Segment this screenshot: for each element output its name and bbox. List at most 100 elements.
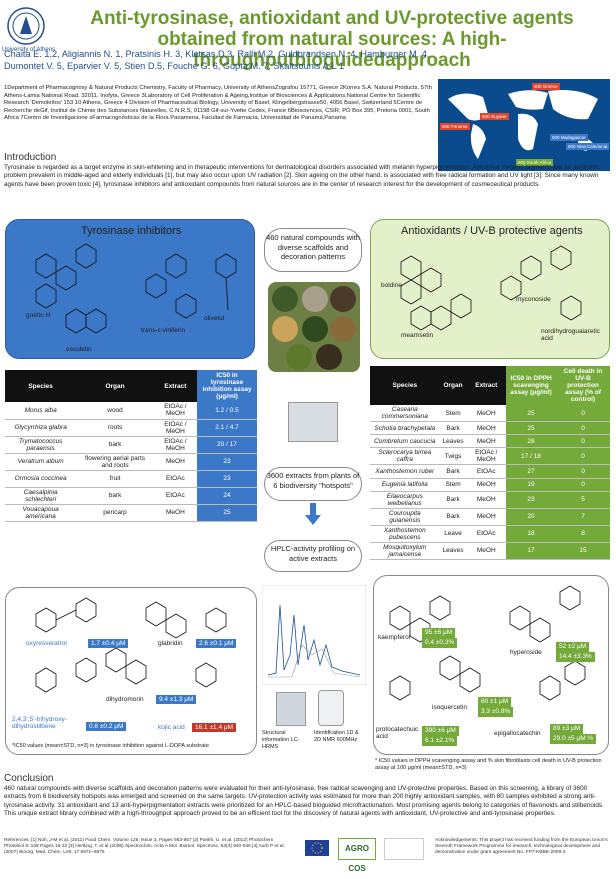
value-trihydroxydihydrostilbene: 0.8 ±0.2 μM <box>86 722 127 731</box>
conclusion-text: 460 natural compounds with diverse scaff… <box>4 785 604 818</box>
compound-gnetin-h: gnetin H <box>26 312 51 319</box>
antioxidants-box: Antioxidants / UV-B protective agents bo… <box>370 219 610 359</box>
value-isoquercetin-1: 60 ±1 μM <box>478 697 512 707</box>
conclusion-heading: Conclusion <box>4 773 54 784</box>
university-logo <box>7 7 45 45</box>
agrocos-logo: AGRO COS <box>338 838 376 873</box>
map-label-greece: 600 Greece <box>532 83 560 90</box>
value-kaempferol-1: 95 ±6 μM <box>422 628 456 638</box>
partner-logo <box>384 838 424 860</box>
compound-nordihydroguaiaretic-acid: nordihydroguaiaretic acid <box>541 328 600 342</box>
value-protocatechuic-1: 390 ±6 μM <box>422 726 459 736</box>
plant-photos <box>268 282 360 372</box>
result-structures-right <box>389 585 586 701</box>
value-dihydromorin: 9.4 ±1.3 μM <box>156 695 197 704</box>
value-oxyresveratrol: 1.7 ±0.4 μM <box>88 639 129 648</box>
tyrosinase-structures <box>35 243 237 334</box>
compound-kaempferol: kaempferol <box>378 634 411 641</box>
intro-text: Tyrosinase is regarded as a target enzym… <box>4 164 599 188</box>
references: References: [1] Noh, J-M et al. (2011) F… <box>4 838 285 856</box>
col-species: Species <box>370 366 440 405</box>
compound-isoquercetin: isoquercetin <box>432 704 468 711</box>
col-organ: Organ <box>439 366 467 405</box>
value-epigallocatechin-1: 89 ±3 μM <box>550 724 584 734</box>
flow-arrowhead-1 <box>305 515 321 525</box>
value-hyperoside-2: 14.4 ±3.3% <box>556 652 595 662</box>
col-uvb: Cell death in UV-B protection assay (% o… <box>556 366 610 405</box>
compound-esculetin: esculetin <box>66 346 92 353</box>
compound-mearnsetin: mearnsetin <box>401 332 434 339</box>
compound-viniferin: trans-ε-viniferin <box>141 327 186 334</box>
compound-kojic-acid: kojic acid <box>158 724 185 731</box>
col-extract: Extract <box>466 366 506 405</box>
intro-heading: Introduction <box>4 152 57 163</box>
compound-boldine: boldine <box>381 282 402 289</box>
eu-flag-icon <box>305 840 329 856</box>
hplc-chromatogram <box>262 585 366 685</box>
compound-myconoside: myconoside <box>516 296 551 303</box>
compound-epigallocatechin: epigallocatechin <box>494 730 541 737</box>
flow-arrow-1 <box>310 503 316 515</box>
value-epigallocatechin-2: 29.0 ±5 μM % <box>550 734 597 744</box>
instrument-label-nmr: Identification 1D & 2D NMR 600MHz <box>314 730 359 743</box>
authors: Chaita E. 1,2, Aligiannis N. 1, Pratsini… <box>4 49 430 71</box>
nmr-instrument <box>318 690 344 726</box>
flow-step-extracts: 3600 extracts from plants of 6 biodivers… <box>264 467 362 501</box>
compound-glabridin: glabridin <box>158 640 183 647</box>
antioxidant-table: Species Organ Extract IC50 in DPPH scave… <box>370 366 610 560</box>
value-glabridin: 2.6 ±0.1 μM <box>196 639 237 648</box>
affiliations: 1Department of Pharmacognosy & Natural P… <box>4 85 432 122</box>
antioxidant-structures <box>400 245 582 331</box>
map-label-panama: 600 Panama <box>440 123 470 130</box>
map-label-new-caledonia: 600 New Caledonia <box>566 143 610 150</box>
screening-instrument <box>288 402 338 442</box>
result-structures-left <box>35 597 227 693</box>
flow-step-hplc: HPLC-activity profiling on active extrac… <box>264 540 362 572</box>
map-label-guyane: 600 Guyane <box>480 113 509 120</box>
value-kojic-acid: 16.1 ±1.4 μM <box>192 723 237 732</box>
tyrosinase-footnote: *IC50 values (mean±STD, n=3) in tyrosina… <box>12 743 209 749</box>
flow-step-compounds: 460 natural compounds with diverse scaff… <box>264 228 362 272</box>
tyrosinase-heading: Tyrosinase inhibitors <box>81 225 182 237</box>
col-species: Species <box>5 370 77 402</box>
value-hyperoside-1: 52 ±2 μM <box>556 642 590 652</box>
logo-label: University of Athens <box>2 47 56 53</box>
tyrosinase-results-box: oxyresveratrol 1.7 ±0.4 μM glabridin 2.6… <box>5 587 257 755</box>
compound-hyperoside: hyperoside <box>510 649 542 656</box>
compound-olivetol: olivetol <box>204 315 225 322</box>
compound-oxyresveratrol: oxyresveratrol <box>26 640 67 647</box>
antioxidant-results-box: kaempferol 95 ±6 μM 0.4 ±0.3% hyperoside… <box>373 575 609 755</box>
map-label-madagascar: 600 Madagascar <box>550 134 588 141</box>
col-extract: Extract <box>153 370 197 402</box>
map-label-south-africa: 600 South Africa <box>516 159 554 166</box>
col-ic50: IC50 in tyrosinase inhibition assay (μg/… <box>197 370 257 402</box>
acknowledgements: Acknowledgements: This project has recei… <box>435 838 608 856</box>
antioxidants-heading: Antioxidants / UV-B protective agents <box>401 225 583 237</box>
compound-trihydroxydihydrostilbene: 2,4,3',5'-trihydroxy-dihydrostilbene <box>12 716 67 730</box>
tyrosinase-inhibitors-box: Tyrosinase inhibitors gnetin H trans-ε-v… <box>5 219 255 359</box>
value-protocatechuic-2: 6.1 ±2.1% <box>422 736 458 746</box>
antioxidant-footnote: * IC50 values in DPPH scavenging assay a… <box>375 758 602 771</box>
value-isoquercetin-2: 3.3 ±0.8% <box>478 707 514 717</box>
col-dpph: IC50 in DPPH scavenging assay (μg/ml) <box>506 366 556 405</box>
col-organ: Organ <box>76 370 154 402</box>
compound-protocatechuic-acid: protocatechuic acid <box>376 726 419 740</box>
poster-title: Anti-tyrosinase, antioxidant and UV-prot… <box>90 8 574 71</box>
lcms-instrument <box>276 692 306 726</box>
